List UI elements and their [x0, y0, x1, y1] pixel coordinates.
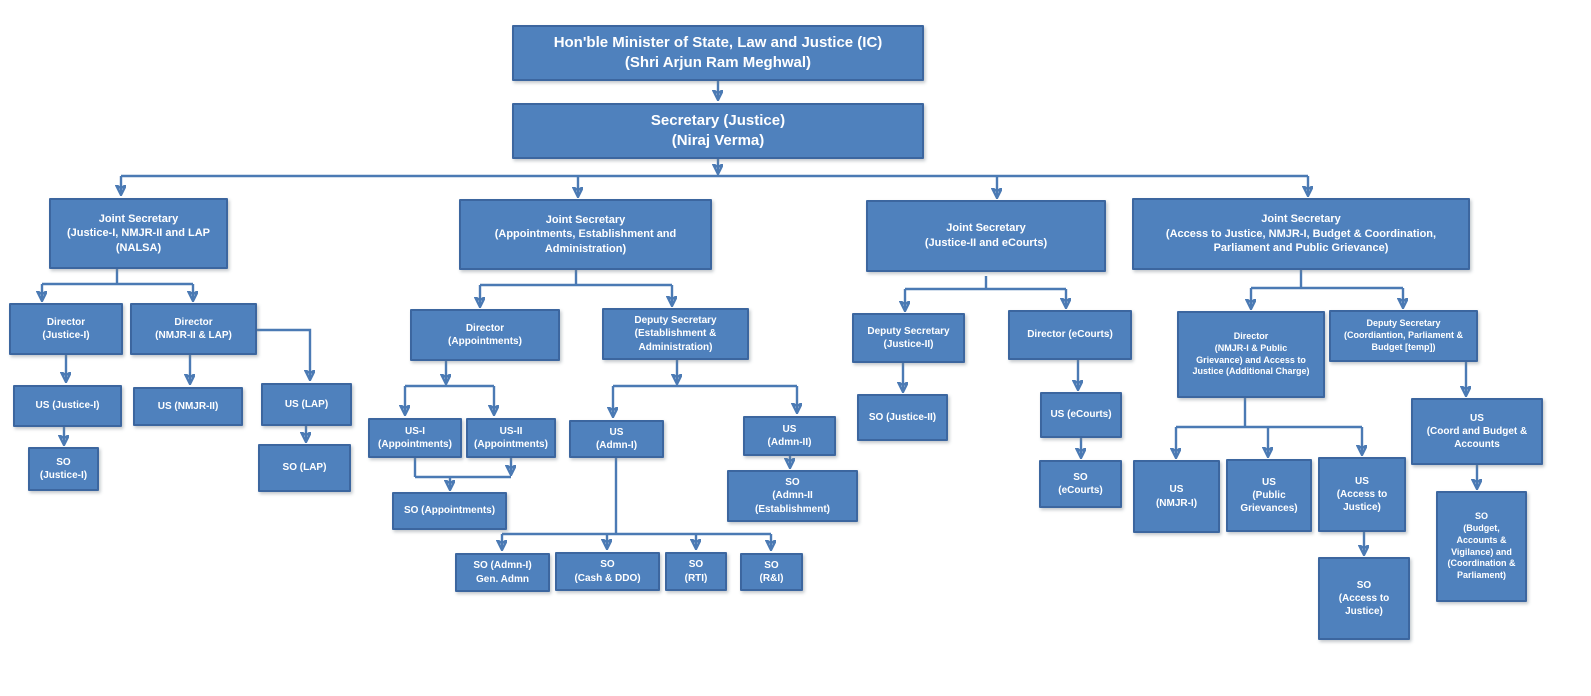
node-us-lap: US (LAP) — [261, 383, 352, 426]
node-so-appointments: SO (Appointments) — [392, 492, 507, 530]
node-dir-ecourts: Director (eCourts) — [1008, 310, 1132, 360]
node-us-nmjr2: US (NMJR-II) — [133, 387, 243, 426]
node-us-admn1: US (Admn-I) — [569, 420, 664, 458]
node-us-coord-budget: US (Coord and Budget & Accounts — [1411, 398, 1543, 465]
node-us1-appointments: US-I (Appointments) — [368, 418, 462, 458]
node-js-appointments-estab: Joint Secretary (Appointments, Establish… — [459, 199, 712, 270]
node-us-admn2: US (Admn-II) — [743, 416, 836, 456]
node-dir-nmjr2-lap: Director (NMJR-II & LAP) — [130, 303, 257, 355]
node-so-cash-ddo: SO (Cash & DDO) — [555, 552, 660, 591]
node-minister: Hon'ble Minister of State, Law and Justi… — [512, 25, 924, 81]
node-dir-appointments: Director (Appointments) — [410, 309, 560, 361]
node-us-justice1: US (Justice-I) — [13, 385, 122, 427]
node-us2-appointments: US-II (Appointments) — [466, 418, 556, 458]
node-js-access-justice: Joint Secretary (Access to Justice, NMJR… — [1132, 198, 1470, 270]
node-dir-justice1: Director (Justice-I) — [9, 303, 123, 355]
node-js-justice1-nmjr2-lap: Joint Secretary (Justice-I, NMJR-II and … — [49, 198, 228, 269]
node-ds-coord-parl-budget: Deputy Secretary (Coordiantion, Parliame… — [1329, 310, 1478, 362]
connector-arrows — [42, 81, 1477, 554]
node-so-ecourts: SO (eCourts) — [1039, 460, 1122, 508]
node-so-access-justice: SO (Access to Justice) — [1318, 557, 1410, 640]
node-secretary: Secretary (Justice) (Niraj Verma) — [512, 103, 924, 159]
node-dir-nmjr1-pg: Director (NMJR-I & Public Grievance) and… — [1177, 311, 1325, 398]
node-so-admn2-establishment: SO (Admn-II (Establishment) — [727, 470, 858, 522]
node-so-budget-accounts: SO (Budget, Accounts & Vigilance) and (C… — [1436, 491, 1527, 602]
node-ds-justice2: Deputy Secretary (Justice-II) — [852, 313, 965, 363]
node-us-ecourts: US (eCourts) — [1040, 392, 1122, 438]
connector-arrow — [257, 328, 310, 379]
node-so-justice1: SO (Justice-I) — [28, 447, 99, 491]
node-so-justice2: SO (Justice-II) — [857, 394, 948, 441]
node-so-lap: SO (LAP) — [258, 444, 351, 492]
node-so-admn1-gen-admn: SO (Admn-I) Gen. Admn — [455, 553, 550, 592]
node-us-nmjr1: US (NMJR-I) — [1133, 460, 1220, 533]
node-so-rti: SO (RTI) — [665, 552, 727, 591]
node-js-justice2-ecourts: Joint Secretary (Justice-II and eCourts) — [866, 200, 1106, 272]
node-so-ri: SO (R&I) — [740, 553, 803, 591]
node-us-access-justice: US (Access to Justice) — [1318, 457, 1406, 532]
node-us-public-grievances: US (Public Grievances) — [1226, 459, 1312, 532]
node-ds-estab-admin: Deputy Secretary (Establishment & Admini… — [602, 308, 749, 360]
